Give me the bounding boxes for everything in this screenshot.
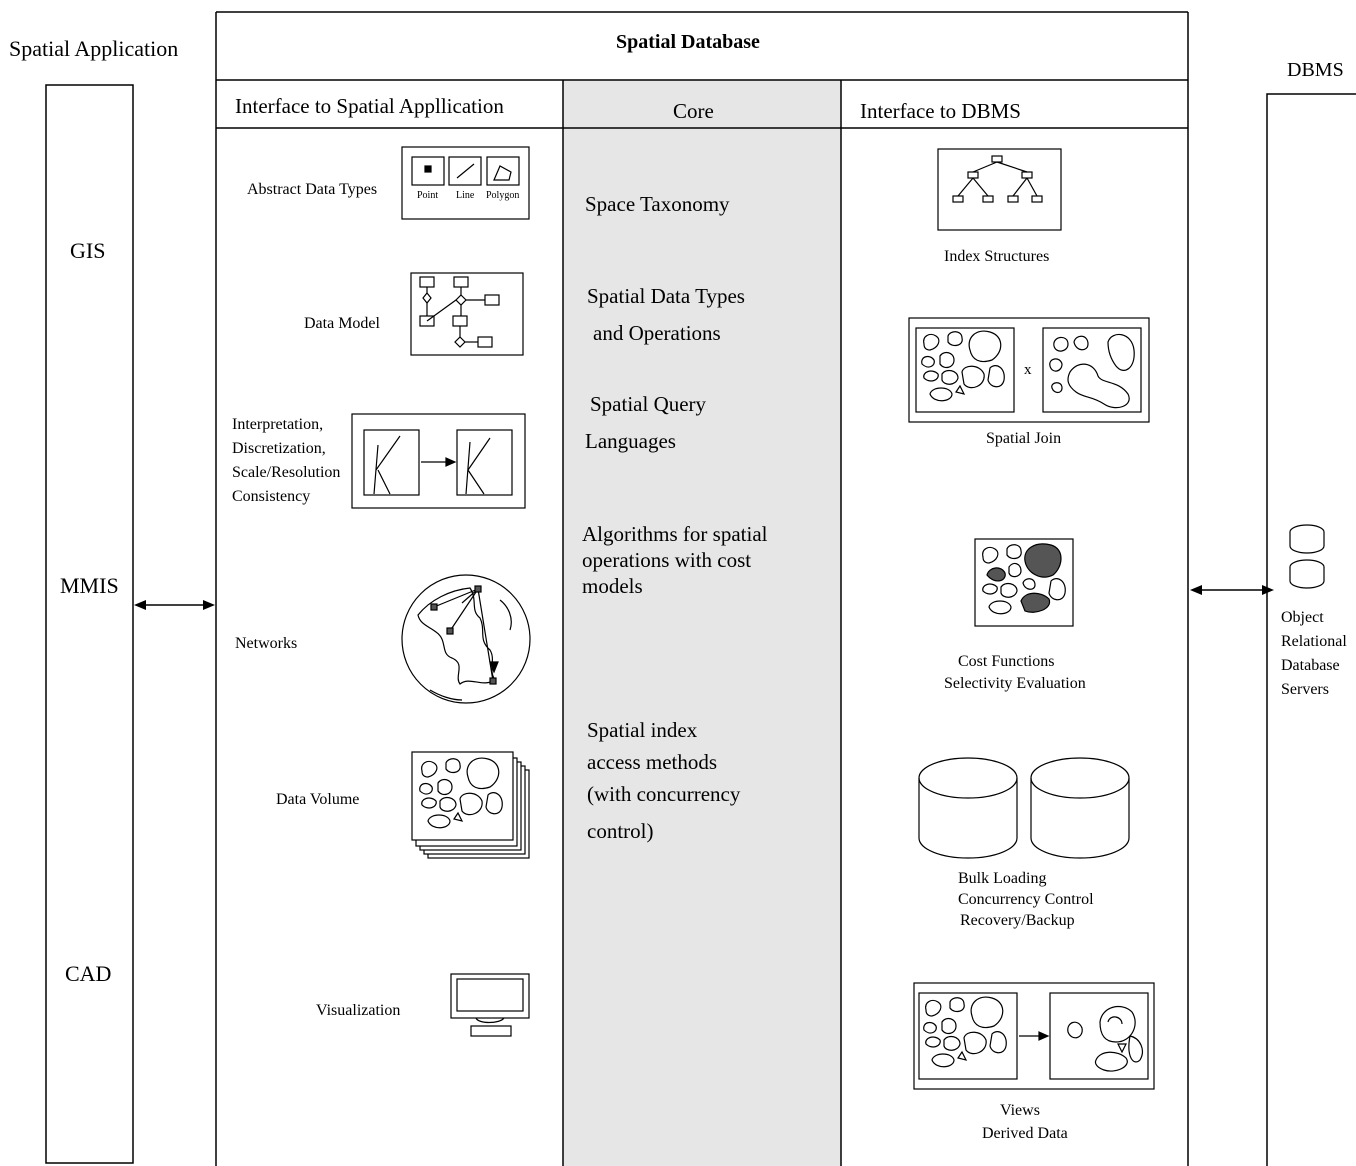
data-model-icon (410, 272, 524, 356)
core-index-line1: Spatial index (587, 718, 698, 742)
abstract-data-types-label: Abstract Data Types (247, 181, 378, 198)
dbms-title: DBMS (1287, 59, 1344, 81)
core-column-fill (563, 80, 841, 1166)
polygon-icon-label: Polygon (486, 190, 520, 201)
spatial-join-label: Spatial Join (986, 430, 1062, 447)
derived-data-label: Derived Data (982, 1125, 1068, 1142)
join-symbol: x (1024, 362, 1032, 378)
core-data-types-line1: Spatial Data Types (587, 284, 745, 308)
interface-app-header: Interface to Spatial Appllication (235, 94, 504, 118)
abstract-data-types-icon (401, 146, 530, 220)
core-query-line2: Languages (585, 429, 676, 453)
spatial-application-title: Spatial Application (9, 36, 179, 61)
views-icon (913, 982, 1155, 1090)
spatial-join-icon (908, 317, 1150, 423)
core-data-types-line2: and Operations (593, 321, 721, 345)
application-gis: GIS (70, 238, 106, 263)
core-header: Core (673, 99, 714, 123)
core-query-line1: Spatial Query (590, 392, 707, 416)
core-index-line2: access methods (587, 750, 718, 774)
visualization-label: Visualization (316, 1002, 401, 1019)
application-mmis: MMIS (60, 573, 119, 598)
data-volume-label: Data Volume (276, 791, 360, 808)
spatial-database-title: Spatial Database (616, 31, 760, 53)
core-index-line4: control) (587, 819, 654, 843)
data-model-label: Data Model (304, 315, 380, 332)
cost-functions-line2: Selectivity Evaluation (944, 675, 1086, 692)
point-icon-label: Point (417, 190, 439, 201)
interpretation-icon (351, 413, 526, 509)
interpretation-label: Interpretation, Discretization, Scale/Re… (232, 416, 341, 505)
spatial-application-box (45, 84, 134, 1164)
index-structures-label: Index Structures (944, 248, 1050, 265)
core-index-line3: (with concurrency (587, 782, 741, 806)
bulk-loading-line3: Recovery/Backup (960, 912, 1075, 929)
core-space-taxonomy: Space Taxonomy (585, 192, 730, 216)
data-volume-icon (411, 751, 530, 859)
views-label: Views (1000, 1102, 1040, 1119)
networks-globe-icon (401, 574, 531, 704)
line-icon-label: Line (456, 190, 475, 201)
bulk-loading-line2: Concurrency Control (958, 891, 1094, 908)
dbms-box (1266, 93, 1356, 1166)
visualization-monitor-icon (450, 973, 530, 1037)
bulk-loading-line1: Bulk Loading (958, 870, 1047, 887)
cost-functions-icon (974, 538, 1074, 627)
dbms-double-arrow (1190, 585, 1274, 595)
application-cad: CAD (65, 961, 112, 986)
cost-functions-line1: Cost Functions (958, 653, 1055, 670)
index-structures-icon (937, 148, 1062, 231)
interface-dbms-header: Interface to DBMS (860, 99, 1021, 123)
database-server-icon (1289, 524, 1325, 589)
database-servers-label: Object Relational Database Servers (1281, 609, 1347, 698)
bulk-loading-cylinders-icon (918, 757, 1130, 859)
networks-label: Networks (235, 635, 298, 652)
core-algorithms: Algorithms for spatial operations with c… (582, 522, 768, 598)
application-double-arrow (134, 600, 215, 610)
